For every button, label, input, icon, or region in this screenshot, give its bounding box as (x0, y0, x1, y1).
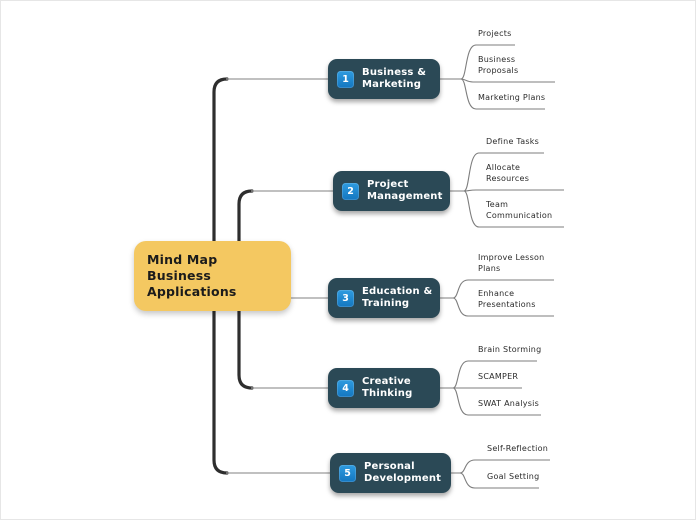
branch-label: Personal Development (364, 461, 442, 484)
branch-number-badge: 2 (342, 182, 359, 200)
branch-node-education-training[interactable]: 3 Education & Training (328, 278, 440, 318)
branch-label: Creative Thinking (362, 376, 413, 399)
branch-node-personal-development[interactable]: 5 Personal Development (330, 453, 451, 493)
leaf-topic-define-tasks[interactable]: Define Tasks (486, 137, 540, 147)
leaf-topic-marketing-plans[interactable]: Marketing Plans (478, 93, 546, 103)
edge-trunk-branch-2 (237, 189, 254, 244)
leaf-topic-business-proposals[interactable]: Business Proposals (478, 55, 519, 76)
branch-label: Project Management (367, 179, 443, 202)
leaf-topic-enhance-presentations[interactable]: Enhance Presentations (478, 289, 536, 310)
central-topic-label: Mind Map Business Applications (147, 252, 237, 299)
branch-number-badge: 3 (337, 289, 354, 307)
branch-number-badge: 5 (339, 464, 356, 482)
branch-number-badge: 4 (337, 379, 354, 397)
edge-leaf-self-reflection (451, 459, 550, 474)
edge-leaf-allocate-resources (463, 189, 564, 192)
leaf-topic-projects[interactable]: Projects (478, 29, 512, 39)
leaf-topic-scamper[interactable]: SCAMPER (478, 372, 519, 382)
edge-trunk-branch-5 (212, 308, 229, 475)
branch-label: Education & Training (362, 286, 433, 309)
edge-trunk-branch-4 (237, 308, 254, 390)
central-topic-node[interactable]: Mind Map Business Applications (134, 241, 291, 311)
branch-label: Business & Marketing (362, 67, 427, 90)
leaf-topic-self-reflection[interactable]: Self-Reflection (487, 444, 549, 454)
branch-node-business-marketing[interactable]: 1 Business & Marketing (328, 59, 440, 99)
leaf-topic-swat-analysis[interactable]: SWAT Analysis (478, 399, 540, 409)
leaf-topic-goal-setting[interactable]: Goal Setting (487, 472, 540, 482)
leaf-topic-allocate-resources[interactable]: Allocate Resources (486, 163, 530, 184)
branch-number-badge: 1 (337, 70, 354, 88)
leaf-topic-team-communication[interactable]: Team Communication (486, 200, 553, 221)
branch-node-creative-thinking[interactable]: 4 Creative Thinking (328, 368, 440, 408)
leaf-topic-brain-storming[interactable]: Brain Storming (478, 345, 542, 355)
branch-node-project-management[interactable]: 2 Project Management (333, 171, 450, 211)
leaf-topic-improve-lesson-plans[interactable]: Improve Lesson Plans (478, 253, 545, 274)
edge-leaf-business-proposals (460, 78, 555, 83)
edge-trunk-branch-1 (212, 77, 229, 244)
